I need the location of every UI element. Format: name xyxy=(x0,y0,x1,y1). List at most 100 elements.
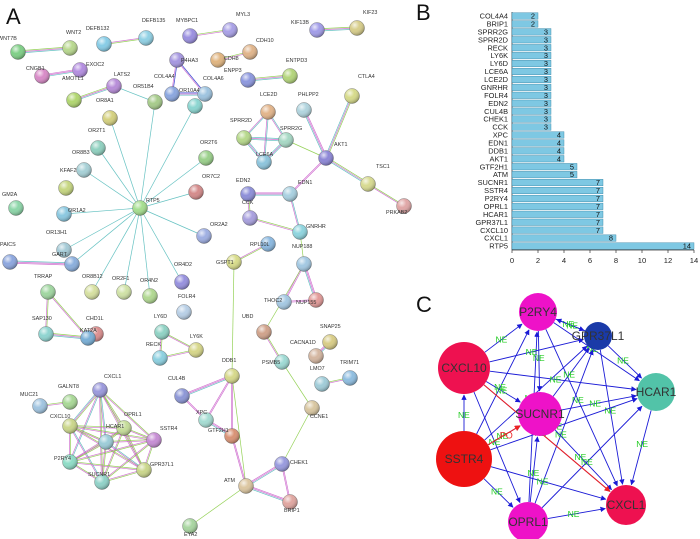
ppi-node-rpl10l[interactable]: RPL10L xyxy=(250,236,276,252)
ppi-node-or4n2[interactable]: OR4N2 xyxy=(140,278,158,304)
ppi-node-or2t6[interactable]: OR2T6 xyxy=(198,140,218,166)
ppi-node-lats2[interactable]: LATS2 xyxy=(106,72,131,94)
ppi-node-enpp3[interactable]: ENPP3 xyxy=(224,68,256,88)
reg-node-cxcl1[interactable]: CXCL1 xyxy=(606,485,646,525)
ppi-node-ccne1[interactable]: CCNE1 xyxy=(304,400,329,421)
ppi-node-cck[interactable]: CCK xyxy=(242,200,258,226)
ppi-edge-cul4b-ddb1 xyxy=(181,374,232,396)
ppi-node-muc21[interactable]: MUC21 xyxy=(20,392,48,414)
ppi-node-or2t1[interactable]: OR2T1 xyxy=(88,128,106,156)
ppi-node-gspt1[interactable]: GSPT1 xyxy=(216,254,242,270)
ppi-node-rtp5[interactable]: RTP5 xyxy=(132,198,160,216)
ppi-node-gart[interactable]: GART xyxy=(52,252,80,272)
ppi-node-or2f1[interactable]: OR2F1 xyxy=(112,276,132,300)
ppi-node-psmb5[interactable]: PSMB5 xyxy=(262,354,290,370)
ppi-node-sap130[interactable]: SAP130 xyxy=(32,316,54,342)
ppi-node-atm[interactable]: ATM xyxy=(224,478,254,494)
ppi-node-exoc2[interactable]: EXOC2 xyxy=(72,62,105,78)
ppi-node-galnt8[interactable]: GALNT8 xyxy=(58,384,79,410)
ppi-node-thoc2[interactable]: THOC2 xyxy=(264,294,292,310)
ppi-node-kif13b[interactable]: KIF13B xyxy=(291,20,325,38)
ppi-node-cxcl10[interactable]: CXCL10 xyxy=(50,414,78,434)
ppi-node-p4ha3[interactable]: P4HA3 xyxy=(169,52,199,68)
ppi-node-or7c2[interactable]: OR7C2 xyxy=(188,174,220,200)
ppi-node-col4a6[interactable]: COL4A6 xyxy=(197,76,224,102)
ppi-node-gnrhr[interactable]: GNRHR xyxy=(292,224,326,240)
reg-node-sucnr1[interactable]: SUCNR1 xyxy=(515,392,565,436)
reg-node-gpr37l1[interactable]: GPR37L1 xyxy=(572,322,625,350)
ppi-node-p2ry4[interactable]: P2RY4 xyxy=(54,454,78,470)
ppi-node-hcar1[interactable]: HCAR1 xyxy=(98,424,125,450)
ppi-node-oprl1[interactable]: OPRL1 xyxy=(116,412,142,436)
reg-node-oprl1[interactable]: OPRL1 xyxy=(508,502,548,539)
ppi-node-cdh10[interactable]: CDH10 xyxy=(242,38,274,60)
ppi-node-chek1[interactable]: CHEK1 xyxy=(274,456,308,472)
ppi-node-kif23[interactable]: KIF23 xyxy=(349,10,378,36)
ppi-node-lmo7[interactable]: LMO7 xyxy=(310,366,330,392)
reg-node-p2ry4[interactable]: P2RY4 xyxy=(519,293,557,331)
ppi-node-phlpp2[interactable]: PHLPP2 xyxy=(296,92,319,118)
ppi-node-label: GM2A xyxy=(2,192,18,198)
ppi-node-cngb1[interactable]: CNGB1 xyxy=(26,66,50,84)
ppi-node-prkab2[interactable]: PRKAB2 xyxy=(386,198,412,217)
ppi-node-myl3[interactable]: MYL3 xyxy=(222,12,251,38)
ppi-node-ly6d[interactable]: LY6D xyxy=(154,314,170,340)
ppi-node-sucnr1[interactable]: SUCNR1 xyxy=(88,472,110,490)
edge-ne-label: NE xyxy=(575,452,587,462)
ppi-node-edn2[interactable]: EDN2 xyxy=(236,178,256,202)
ppi-node-defb132[interactable]: DEFB132 xyxy=(86,26,112,52)
ppi-node-ctla4[interactable]: CTLA4 xyxy=(344,74,375,104)
ppi-node-snap25[interactable]: SNAP25 xyxy=(320,324,341,350)
ppi-node-trim71[interactable]: TRIM71 xyxy=(340,360,359,386)
ppi-node-or1a2[interactable]: OR1A2 xyxy=(56,206,86,222)
ppi-node-eya2[interactable]: EYA2 xyxy=(182,518,198,539)
ppi-node-sprr2g[interactable]: SPRR2G xyxy=(278,126,303,148)
ppi-node-or8a1[interactable]: OR8A1 xyxy=(96,98,118,126)
ppi-node-cacna1d[interactable]: CACNA1D xyxy=(290,340,324,364)
ppi-node-kat2a[interactable]: KAT2A xyxy=(80,328,97,346)
ppi-node-cxcl1[interactable]: CXCL1 xyxy=(92,374,122,398)
ppi-node-gtf2h1[interactable]: GTF2H1 xyxy=(208,428,240,444)
ppi-node-or13h1[interactable]: OR13H1 xyxy=(46,230,72,258)
ppi-node-trrap[interactable]: TRRAP xyxy=(34,274,56,300)
ppi-node-nup188[interactable]: NUP188 xyxy=(292,244,312,272)
ppi-node-wnt2[interactable]: WNT2 xyxy=(62,30,82,56)
ppi-node-defb135[interactable]: DEFB135 xyxy=(138,18,166,46)
ppi-node-gpr37l1[interactable]: GPR37L1 xyxy=(136,462,174,478)
ppi-node-edn1[interactable]: EDN1 xyxy=(282,180,313,202)
ppi-node-ddb1[interactable]: DDB1 xyxy=(222,358,240,384)
ppi-node-sstr4[interactable]: SSTR4 xyxy=(146,426,178,448)
ppi-node-cul4b[interactable]: CUL4B xyxy=(168,376,190,404)
ppi-node-akt1[interactable]: AKT1 xyxy=(318,142,348,166)
ppi-node-or8b3[interactable]: OR8B3 xyxy=(72,150,92,178)
ppi-node-entpd3[interactable]: ENTPD3 xyxy=(282,58,308,84)
reg-node-circle xyxy=(508,502,548,539)
ppi-node-gm2a[interactable]: GM2A xyxy=(2,192,24,216)
ppi-node-sprr2d[interactable]: SPRR2D xyxy=(230,118,252,146)
ppi-node-or10a4[interactable]: OR10A4 xyxy=(179,88,203,114)
reg-node-cxcl10[interactable]: CXCL10 xyxy=(438,342,490,394)
ppi-node-cdh8[interactable]: CDH8 xyxy=(210,52,239,68)
ppi-node-mybpc1[interactable]: MYBPC1 xyxy=(176,18,198,44)
ppi-node-or51b4[interactable]: OR51B4 xyxy=(133,84,163,110)
ppi-node-lce6a[interactable]: LCE6A xyxy=(256,152,273,170)
ppi-node-reck[interactable]: RECK xyxy=(146,342,168,366)
ppi-node-kfaf2[interactable]: KFAF2 xyxy=(58,168,77,196)
reg-node-sstr4[interactable]: SSTR4 xyxy=(436,431,492,487)
ppi-node-amot1l[interactable]: AMOTL1 xyxy=(62,76,84,108)
ppi-node-lce2d[interactable]: LCE2D xyxy=(260,92,277,120)
ppi-node-tsc1[interactable]: TSC1 xyxy=(360,164,390,192)
ppi-node-ly6k[interactable]: LY6K xyxy=(188,334,204,358)
reg-node-hcar1[interactable]: HCAR1 xyxy=(636,373,677,411)
ppi-node-xpc[interactable]: XPC xyxy=(196,410,214,428)
ppi-node-or2a2[interactable]: OR2A2 xyxy=(196,222,228,244)
ppi-node-or8b12[interactable]: OR8B12 xyxy=(82,274,103,300)
ppi-node-wnt7b[interactable]: WNT7B xyxy=(0,36,26,60)
ppi-node-folr4[interactable]: FOLR4 xyxy=(176,294,196,320)
ppi-node-nup155[interactable]: NUP155 xyxy=(296,292,324,308)
ppi-node-brip1[interactable]: BRIP1 xyxy=(282,494,300,515)
ppi-node-ubd[interactable]: UBD xyxy=(242,314,272,340)
ppi-node-paics[interactable]: PAICS xyxy=(0,242,18,270)
ppi-node-or4d2[interactable]: OR4D2 xyxy=(174,262,192,290)
ppi-node-col4a4[interactable]: COL4A4 xyxy=(154,74,180,102)
